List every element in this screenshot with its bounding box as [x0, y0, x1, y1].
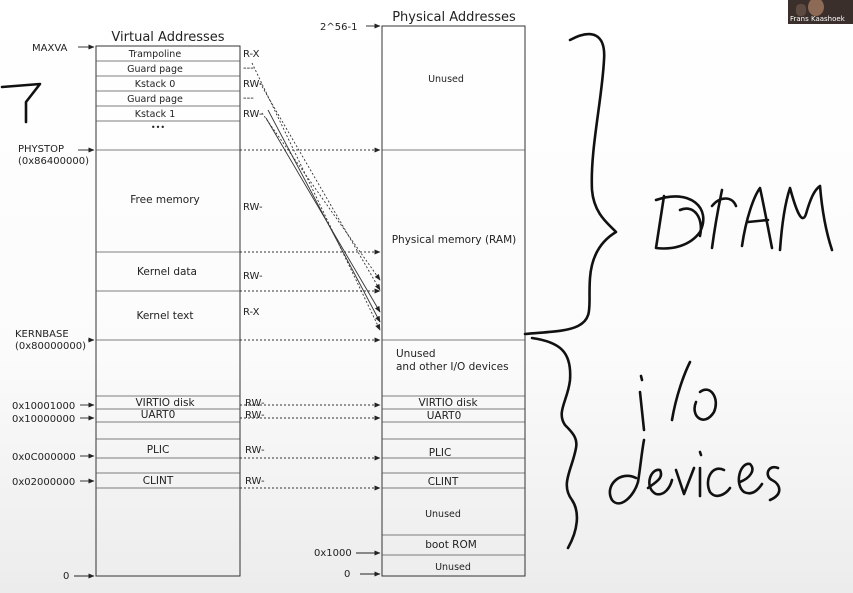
vaddr-kernbase: KERNBASE [15, 329, 69, 340]
pblock-unused-io: Unused [396, 348, 436, 360]
vaddr-zero: 0 [63, 571, 69, 582]
paddr-pointer-arrows [356, 23, 381, 577]
handwritten-annotations [0, 32, 834, 550]
vblock-free-memory: Free memory [130, 194, 200, 206]
vaddr-kernbase-hex: (0x80000000) [15, 341, 86, 352]
pblock-ram: Physical memory (RAM) [392, 234, 517, 246]
devices-handwriting [608, 438, 781, 505]
perm-trampoline: R-X [243, 49, 260, 60]
vblock-kstack-0: Kstack 0 [135, 79, 176, 90]
vaddr-virtio: 0x10001000 [12, 401, 75, 412]
vblock-uart0: UART0 [141, 409, 176, 421]
vaddr-phystop-hex: (0x86400000) [18, 156, 89, 167]
webcam-thumbnail: Frans Kaashoek [788, 0, 853, 24]
perm-guard-1: --- [243, 63, 254, 74]
dram-handwriting [654, 184, 834, 252]
vaddr-pointer-arrows [74, 44, 95, 579]
physical-title: Physical Addresses [392, 10, 516, 25]
webcam-background [796, 4, 806, 16]
physical-column [381, 25, 526, 577]
vblock-kernel-data: Kernel data [137, 266, 197, 278]
pblock-plic: PLIC [429, 447, 452, 459]
vaddr-uart0: 0x10000000 [12, 414, 75, 425]
perm-kstack-0: RW- [243, 79, 263, 90]
vblock-virtio-disk: VIRTIO disk [135, 397, 195, 409]
perm-clint: RW- [245, 476, 265, 487]
vaddr-phystop: PHYSTOP [18, 144, 64, 155]
vblock-plic: PLIC [147, 444, 170, 456]
vblock-ellipsis: ••• [151, 123, 165, 132]
perm-virtio: RW- [245, 398, 265, 409]
paddr-zero: 0 [344, 569, 350, 580]
pblock-boot-rom: boot ROM [425, 539, 477, 551]
kstack-mapping-arrows [265, 109, 381, 323]
perm-uart0: RW- [245, 410, 265, 421]
vblock-guard-page-1: Guard page [127, 64, 183, 75]
perm-kernel-text: R-X [243, 307, 260, 318]
pblock-virtio-disk: VIRTIO disk [418, 397, 478, 409]
webcam-person [808, 0, 824, 16]
pblock-unused-top: Unused [428, 74, 464, 85]
perm-guard-2: --- [243, 93, 254, 104]
dram-brace [523, 32, 618, 336]
vaddr-plic: 0x0C000000 [12, 452, 76, 463]
vblock-guard-page-2: Guard page [127, 94, 183, 105]
physical-dividers [382, 149, 525, 556]
pblock-unused-bottom: Unused [435, 562, 471, 573]
pen-arrow-mark [0, 82, 42, 124]
pblock-unused-low: Unused [425, 509, 461, 520]
vblock-trampoline: Trampoline [128, 49, 182, 60]
io-brace [530, 336, 579, 550]
perm-plic: RW- [245, 445, 265, 456]
paddr-top: 2^56-1 [320, 22, 357, 33]
pblock-uart0: UART0 [427, 410, 462, 422]
webcam-name-label: Frans Kaashoek [790, 15, 845, 23]
vblock-kstack-1: Kstack 1 [135, 109, 176, 120]
mapping-arrows [240, 62, 381, 491]
io-handwriting [638, 360, 718, 432]
vblock-kernel-text: Kernel text [136, 310, 193, 322]
vblock-clint: CLINT [143, 475, 174, 487]
vaddr-maxva: MAXVA [32, 43, 68, 54]
pblock-other-io: and other I/O devices [396, 361, 509, 373]
vaddr-clint: 0x02000000 [12, 477, 75, 488]
perm-kernel-data: RW- [243, 271, 263, 282]
virtual-title: Virtual Addresses [111, 30, 224, 45]
virtual-dividers [96, 60, 240, 489]
paddr-0x1000: 0x1000 [314, 548, 352, 559]
virtual-column [95, 45, 241, 577]
perm-kstack-1: RW- [243, 109, 263, 120]
pblock-clint: CLINT [428, 476, 459, 488]
perm-free-memory: RW- [243, 202, 263, 213]
